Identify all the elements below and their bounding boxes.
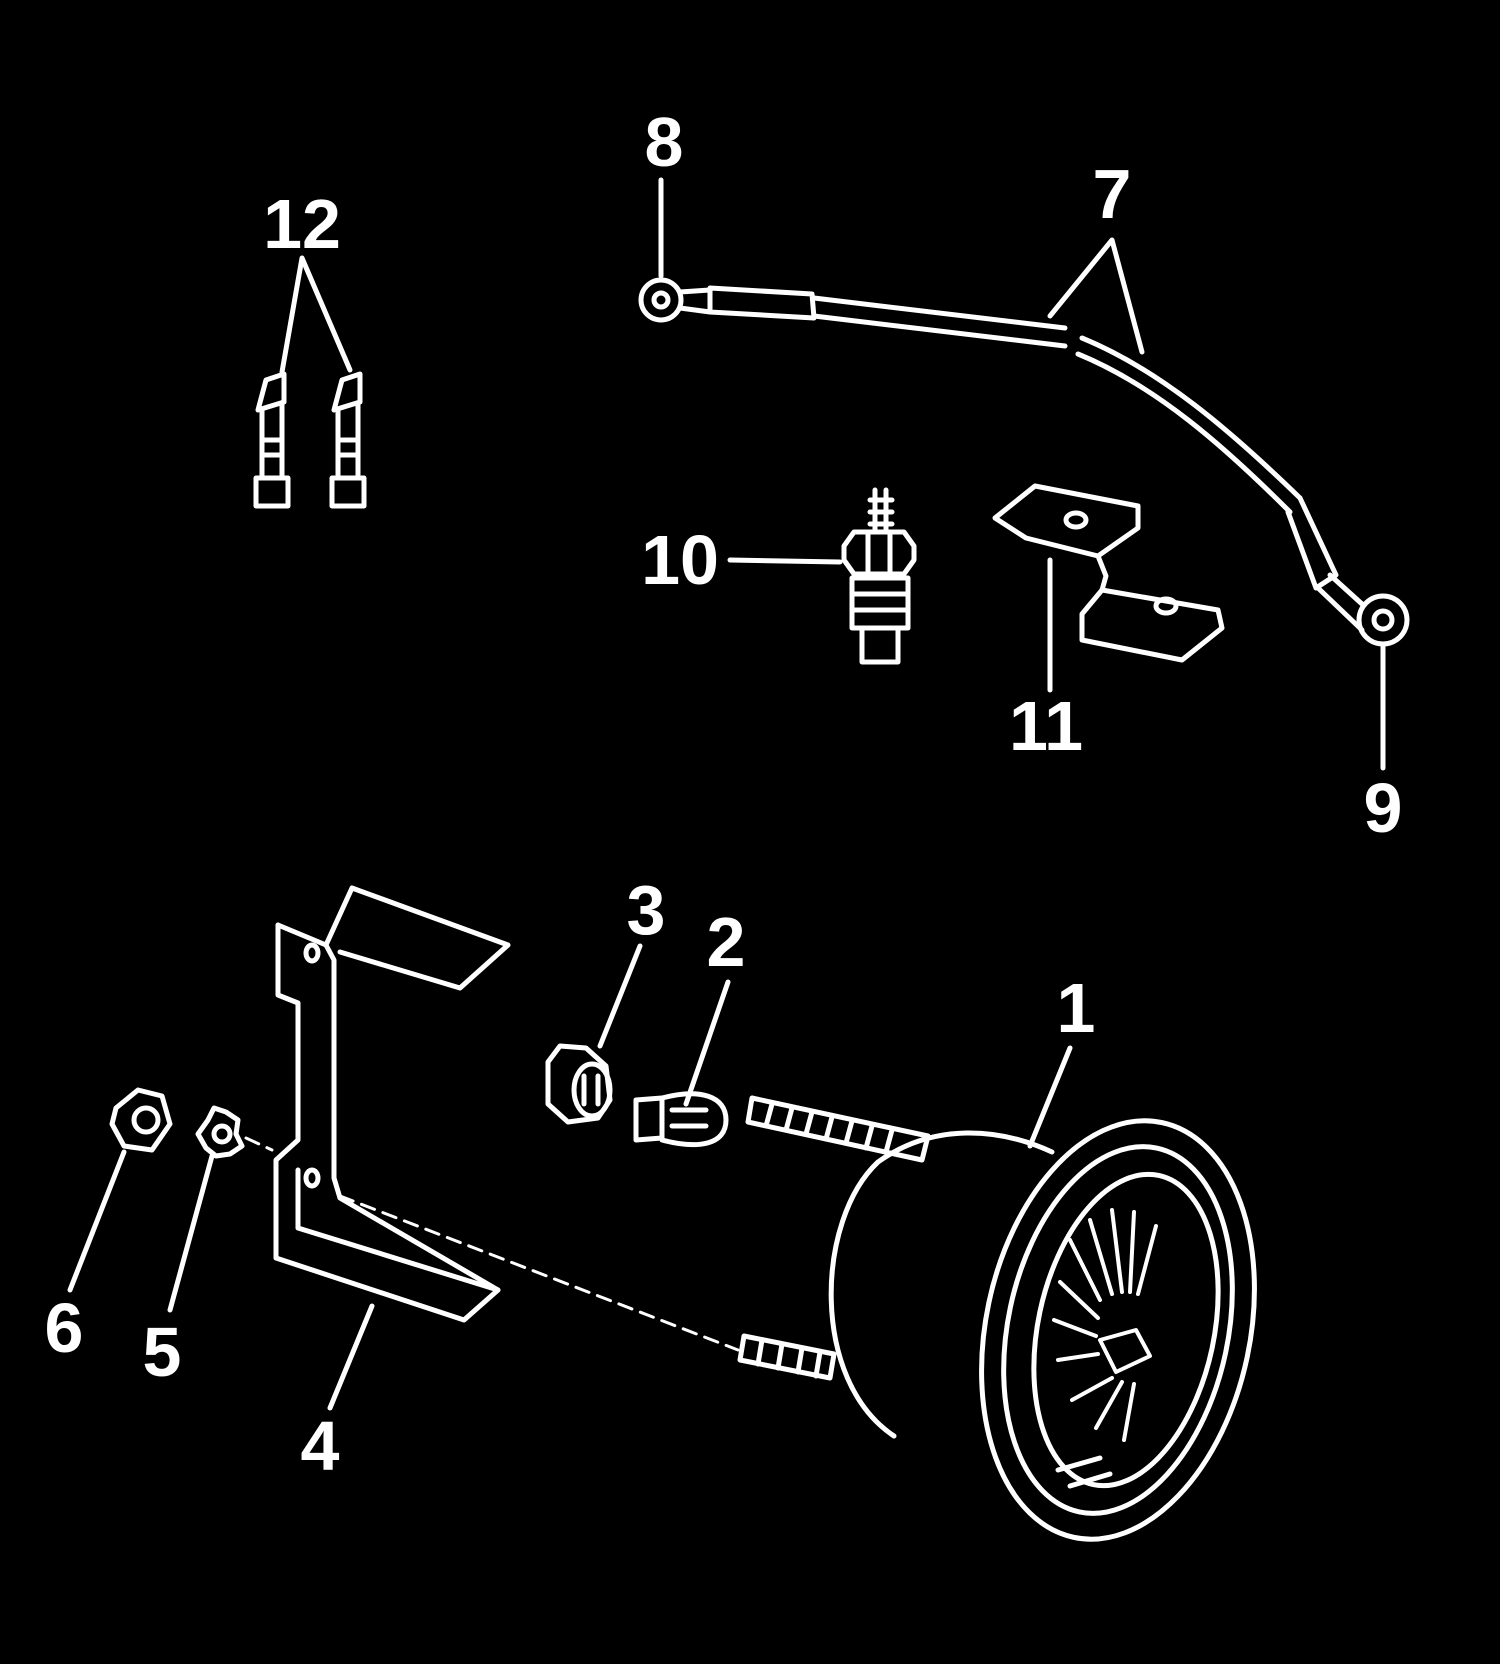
leader-10 (727, 557, 843, 565)
callout-labels: 8 7 12 10 11 9 3 2 1 6 5 4 (45, 103, 1403, 1485)
callout-2: 2 (707, 903, 746, 981)
gauge-bezel-inner (1001, 1144, 1235, 1516)
part-10-sender (841, 487, 917, 665)
leader-12 (279, 255, 353, 375)
part-5-lock-washer (195, 1105, 245, 1159)
callout-8: 8 (645, 103, 684, 181)
leader-6 (67, 1149, 127, 1293)
part-4-u-bracket (273, 885, 511, 1323)
callout-10: 10 (641, 521, 719, 599)
callout-12: 12 (263, 185, 341, 263)
gauge-dial (1031, 1171, 1221, 1489)
leader-5 (167, 1153, 215, 1313)
part-6-nut (109, 1087, 173, 1153)
callout-6: 6 (45, 1289, 84, 1367)
ring-terminal-9 (1285, 495, 1410, 647)
leader-1 (1027, 1045, 1073, 1149)
gauge-dial-markings (1052, 1208, 1158, 1442)
part-12-pins (253, 371, 367, 509)
pin-left (253, 371, 291, 509)
wire-segment-upper (811, 295, 1068, 349)
leader-4 (327, 1303, 375, 1411)
leader-7 (1047, 237, 1145, 355)
part-7-wire-harness (638, 277, 1410, 647)
part-11-bracket (992, 483, 1225, 663)
callout-1: 1 (1057, 969, 1096, 1047)
wire-segment-lower (1075, 335, 1303, 515)
gauge-stud-upper (745, 1095, 931, 1163)
part-2-bulb (633, 1091, 729, 1148)
leader-3 (597, 943, 643, 1049)
pin-right (329, 371, 367, 509)
part-3-lamp-socket (545, 1043, 613, 1125)
dash-bracket-to-gauge (338, 1194, 740, 1352)
callout-7: 7 (1093, 155, 1132, 233)
leader-lines (67, 177, 1386, 1411)
callout-4: 4 (301, 1407, 340, 1485)
callout-11: 11 (1009, 687, 1083, 765)
gauge-bezel-outer (979, 1118, 1257, 1542)
gauge-stud-lower (737, 1333, 837, 1381)
dash-washer-to-bracket (244, 1136, 274, 1152)
callout-5: 5 (143, 1313, 182, 1391)
callout-3: 3 (627, 871, 666, 949)
assembly-dashed-lines (244, 1136, 740, 1352)
gauge-bezel-highlight (1055, 1455, 1113, 1489)
callout-9: 9 (1364, 769, 1403, 847)
ring-terminal-8 (638, 277, 817, 323)
leader-2 (683, 979, 731, 1107)
